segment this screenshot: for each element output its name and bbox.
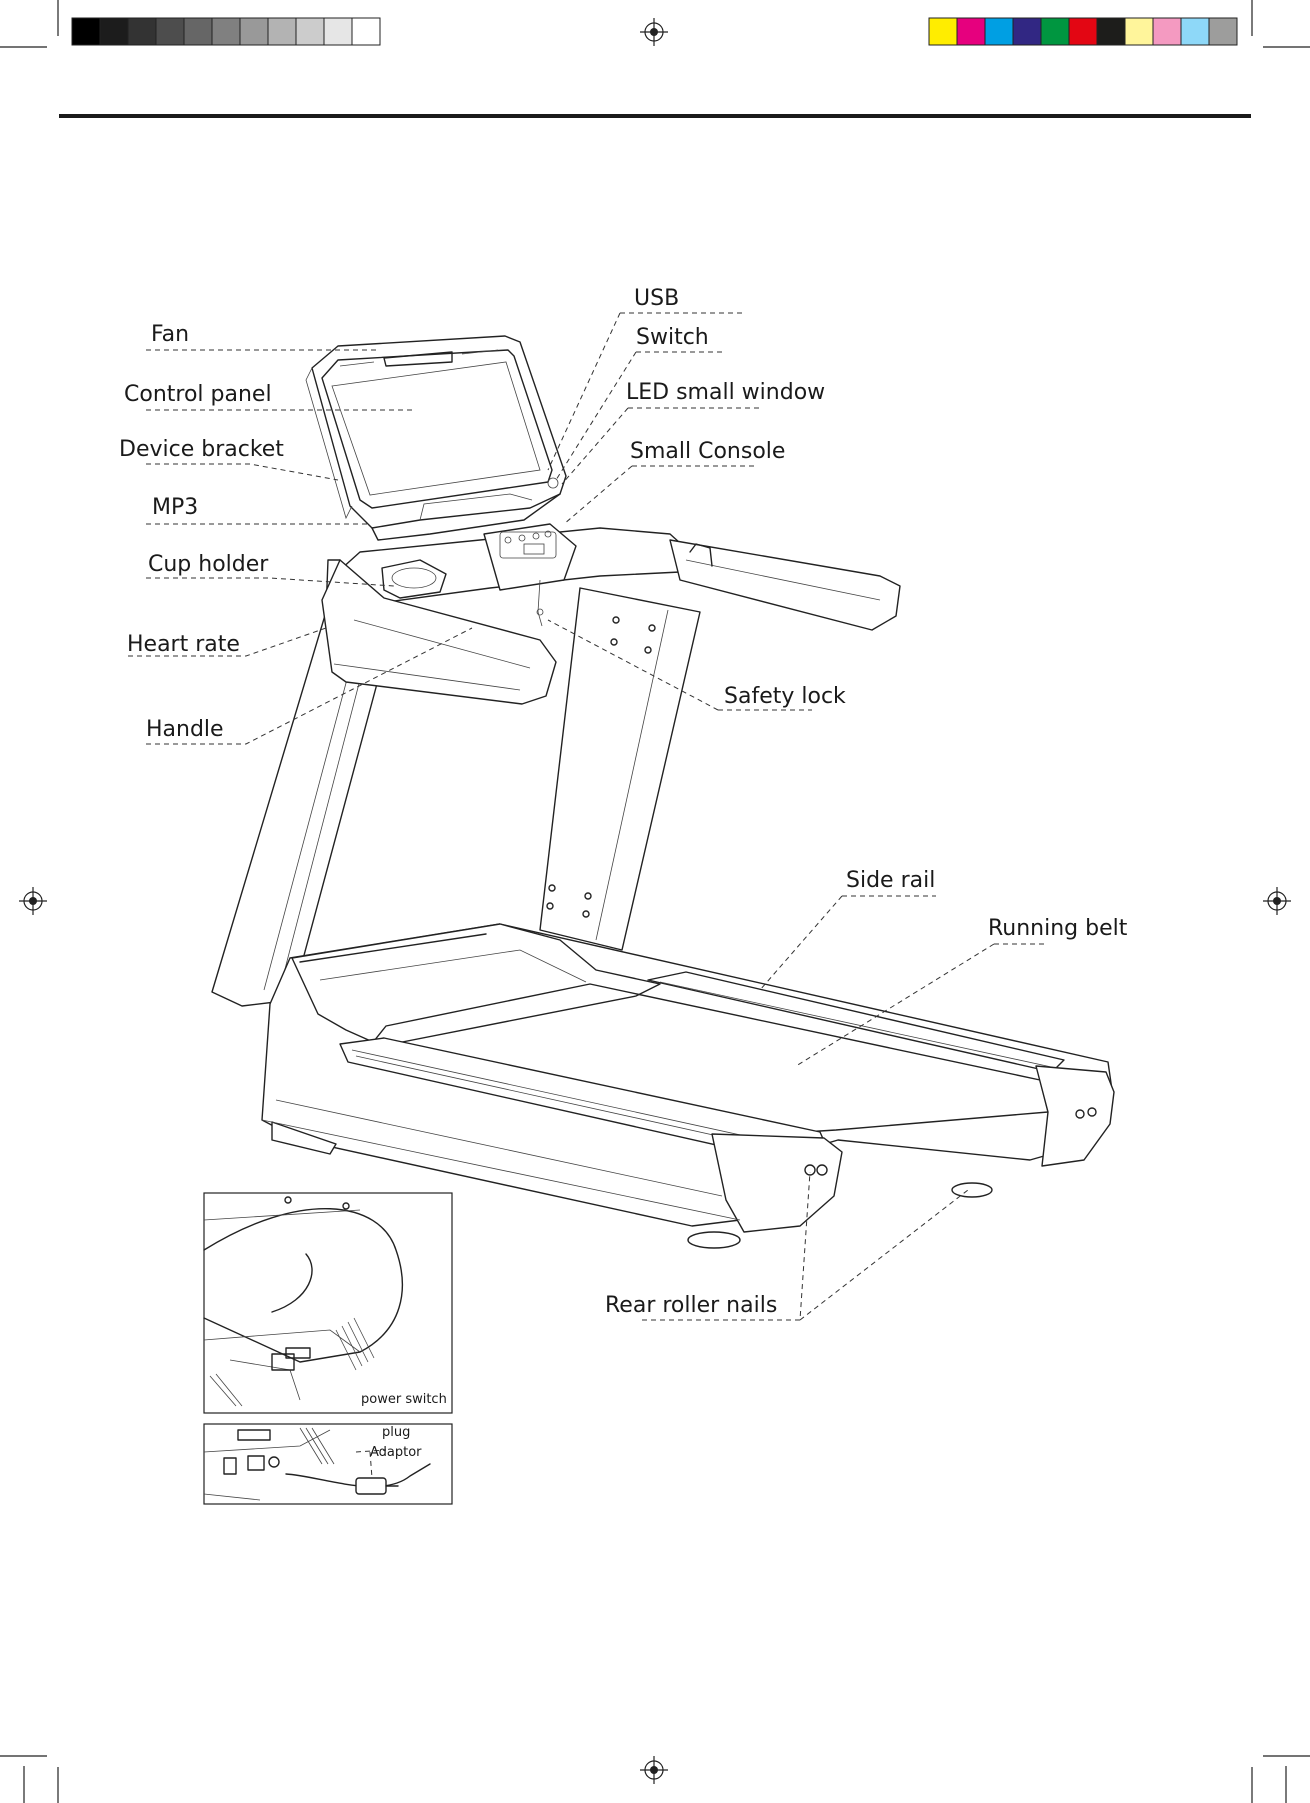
gray-swatch — [296, 18, 324, 45]
gray-swatch — [72, 18, 100, 45]
gray-swatch — [128, 18, 156, 45]
process-swatch — [1209, 18, 1237, 45]
label-handle: Handle — [146, 717, 224, 742]
label-rear-roller-nails: Rear roller nails — [605, 1293, 777, 1318]
inset-label-power-switch: power switch — [361, 1392, 447, 1407]
label-running-belt: Running belt — [988, 916, 1128, 941]
label-device-bracket: Device bracket — [119, 437, 284, 462]
grayscale-color-bar — [72, 18, 380, 45]
process-swatch — [1013, 18, 1041, 45]
label-safety-lock: Safety lock — [724, 684, 846, 709]
gray-swatch — [212, 18, 240, 45]
registration-mark-right — [1263, 887, 1291, 915]
label-control-panel: Control panel — [124, 382, 272, 407]
process-swatch — [1069, 18, 1097, 45]
gray-swatch — [352, 18, 380, 45]
process-swatch — [1153, 18, 1181, 45]
treadmill-illustration — [212, 336, 1114, 1248]
gray-swatch — [156, 18, 184, 45]
process-swatch — [1041, 18, 1069, 45]
label-side-rail: Side rail — [846, 868, 935, 893]
registration-mark-left — [19, 887, 47, 915]
label-cup-holder: Cup holder — [148, 552, 269, 577]
inset-label-plug: plug — [382, 1425, 410, 1440]
label-led-small-window: LED small window — [626, 380, 825, 405]
process-swatch — [1181, 18, 1209, 45]
label-fan: Fan — [151, 322, 189, 347]
process-color-bar — [929, 18, 1237, 45]
label-small-console: Small Console — [630, 439, 785, 464]
label-switch: Switch — [636, 325, 709, 350]
gray-swatch — [268, 18, 296, 45]
gray-swatch — [240, 18, 268, 45]
process-swatch — [1097, 18, 1125, 45]
process-swatch — [957, 18, 985, 45]
gray-swatch — [184, 18, 212, 45]
inset-label-adaptor: Adaptor — [370, 1445, 422, 1460]
process-swatch — [985, 18, 1013, 45]
registration-mark-bottom — [640, 1756, 668, 1784]
inset-plug-adaptor: plug Adaptor — [204, 1424, 452, 1504]
process-swatch — [1125, 18, 1153, 45]
inset-power-switch: power switch — [204, 1193, 452, 1413]
header-rule — [59, 114, 1251, 118]
process-swatch — [929, 18, 957, 45]
gray-swatch — [100, 18, 128, 45]
label-heart-rate: Heart rate — [127, 632, 240, 657]
registration-mark-top — [640, 18, 668, 46]
gray-swatch — [324, 18, 352, 45]
label-mp3: MP3 — [152, 495, 198, 520]
label-usb: USB — [634, 286, 679, 311]
